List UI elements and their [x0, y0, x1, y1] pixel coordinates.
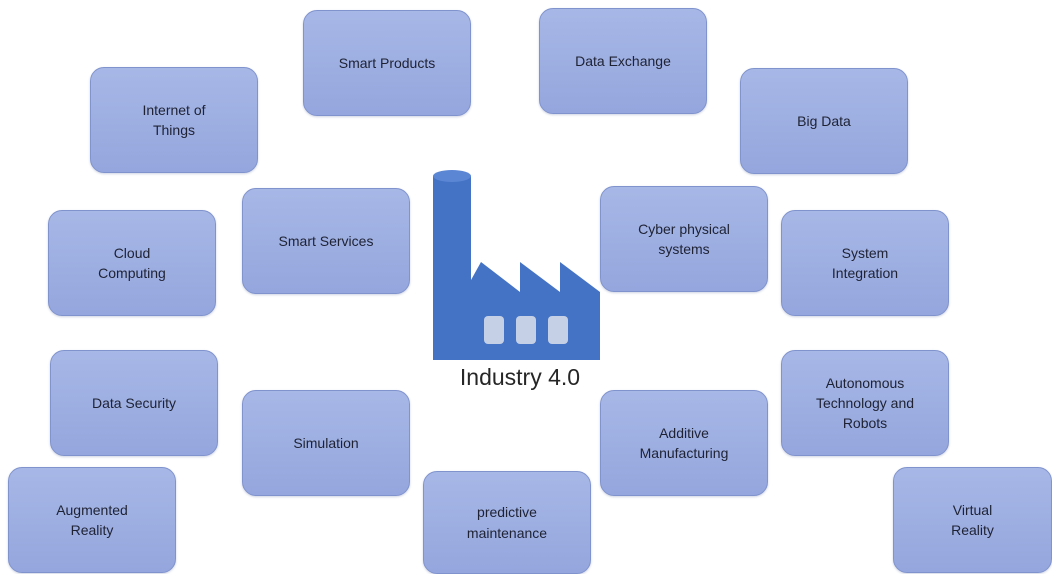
node-label: Autonomous Technology and Robots: [815, 374, 915, 432]
node-internet-of-things: Internet of Things: [90, 67, 258, 173]
node-label: Smart Services: [278, 232, 374, 249]
node-label: predictive maintenance: [466, 504, 548, 541]
node-label: Additive Manufacturing: [639, 424, 729, 461]
node-additive-manufacturing: Additive Manufacturing: [600, 390, 768, 496]
node-label: Cloud Computing: [98, 244, 166, 281]
node-label: Smart Products: [338, 54, 436, 71]
factory-building: [471, 262, 600, 360]
node-label: Data Exchange: [575, 52, 671, 69]
chimney: [433, 176, 471, 360]
factory-window: [484, 316, 504, 344]
center-title: Industry 4.0: [459, 364, 581, 390]
node-augmented-reality: Augmented Reality: [8, 467, 176, 573]
node-data-exchange: Data Exchange: [539, 8, 707, 114]
node-cloud-computing: Cloud Computing: [48, 210, 216, 316]
factory-window: [516, 316, 536, 344]
node-data-security: Data Security: [50, 350, 218, 456]
node-label: Virtual Reality: [951, 501, 994, 538]
node-label: Simulation: [293, 434, 359, 451]
node-predictive-maintenance: predictive maintenance: [423, 471, 591, 574]
node-autonomous-technology-and-robots: Autonomous Technology and Robots: [781, 350, 949, 456]
node-big-data: Big Data: [740, 68, 908, 174]
node-simulation: Simulation: [242, 390, 410, 496]
node-label: Augmented Reality: [56, 501, 128, 538]
node-label: Internet of Things: [142, 101, 206, 138]
node-system-integration: System Integration: [781, 210, 949, 316]
node-label: Big Data: [797, 112, 851, 129]
factory-window: [548, 316, 568, 344]
node-smart-products: Smart Products: [303, 10, 471, 116]
node-label: System Integration: [831, 244, 899, 281]
node-virtual-reality: Virtual Reality: [893, 467, 1052, 573]
node-label: Data Security: [91, 394, 177, 411]
node-smart-services: Smart Services: [242, 188, 410, 294]
node-label: Cyber physical systems: [638, 220, 730, 257]
factory-icon: [433, 170, 600, 360]
node-cyber-physical-systems: Cyber physical systems: [600, 186, 768, 292]
chimney-top: [433, 170, 471, 182]
